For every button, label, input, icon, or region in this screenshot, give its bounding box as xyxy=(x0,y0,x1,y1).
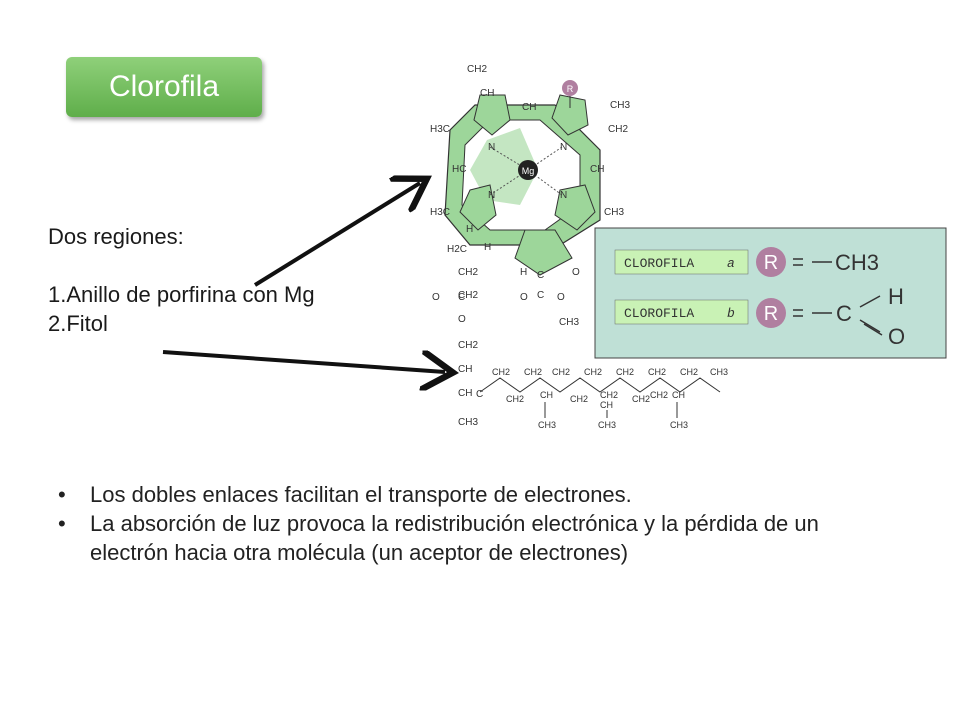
bullet-dot: • xyxy=(58,482,66,507)
atom-label: CH xyxy=(458,364,472,375)
bullet-text: Los dobles enlaces facilitan el transpor… xyxy=(90,482,632,507)
inset-group-ch3: CH3 xyxy=(835,250,879,275)
r-group-label: R xyxy=(567,84,574,94)
arrow-porphyrin xyxy=(253,183,420,287)
inset-group-c: C xyxy=(836,301,852,326)
inset-r-circle-b xyxy=(756,298,786,328)
arrow-phytol xyxy=(162,350,445,372)
atom-label: N xyxy=(560,142,567,153)
regions-text: Dos regiones: 1.Anillo de porfirina con … xyxy=(48,222,315,338)
atom-labels: CH2 CH CH CH3 CH2 H3C N N HC CH N N H3C … xyxy=(430,64,630,428)
mg-atom xyxy=(518,160,538,180)
inset-r-b: R xyxy=(764,303,778,325)
atom-label: O xyxy=(432,292,440,303)
atom-label: CH3 xyxy=(559,317,579,328)
atom-label: CH2 xyxy=(570,394,588,404)
atom-label: CH2 xyxy=(648,367,666,377)
atom-label: CH2 xyxy=(616,367,634,377)
atom-label: H3C xyxy=(430,207,450,218)
inset-r-circle-a xyxy=(756,247,786,277)
inset-label-a: CLOROFILA xyxy=(624,256,694,271)
atom-label: CH2 xyxy=(584,367,602,377)
page-title: Clorofila xyxy=(108,70,220,103)
atom-label: CH2 xyxy=(458,340,478,351)
atom-label: CH2 xyxy=(467,64,487,75)
atom-label: H3C xyxy=(430,124,450,135)
mg-label: Mg xyxy=(522,166,535,176)
atom-label: H xyxy=(520,267,527,278)
inset-panel: CLOROFILA a CLOROFILA b R R CH3 C H O xyxy=(594,227,947,359)
atom-label: CH2 xyxy=(458,290,478,301)
atom-label: O xyxy=(572,267,580,278)
atom-label: CH xyxy=(590,164,604,175)
atom-label: HC xyxy=(452,164,466,175)
atom-label: N xyxy=(488,142,495,153)
atom-label: C xyxy=(537,290,544,301)
porphyrin-ring: Mg xyxy=(444,94,601,276)
atom-label: H xyxy=(466,224,473,235)
atom-label: O xyxy=(458,314,466,325)
atom-label: CH xyxy=(480,88,494,99)
atom-label: CH2 xyxy=(524,367,542,377)
inset-group-o: O xyxy=(888,324,905,349)
inset-variant-a: a xyxy=(727,256,735,271)
atom-label: CH3 xyxy=(610,100,630,111)
atom-label: CH2 xyxy=(608,124,628,135)
inset-label-b: CLOROFILA xyxy=(624,306,694,321)
atom-label: C xyxy=(476,389,483,400)
atom-label: CH xyxy=(522,102,536,113)
inset-group-h: H xyxy=(888,284,904,309)
atom-label: CH2 xyxy=(600,390,618,400)
inset-r-a: R xyxy=(764,252,778,274)
atom-label: CH2 xyxy=(552,367,570,377)
atom-label: N xyxy=(560,190,567,201)
atom-label: CH3 xyxy=(604,207,624,218)
inset-variant-b: b xyxy=(727,306,735,321)
atom-label: C xyxy=(458,292,465,303)
atom-label: CH2 xyxy=(632,394,650,404)
atom-label: CH3 xyxy=(598,420,616,430)
atom-label: N xyxy=(488,190,495,201)
atom-label: CH3 xyxy=(538,420,556,430)
atom-label: C xyxy=(537,270,544,281)
atom-label: CH xyxy=(458,388,472,399)
phytol-chain: CH2 CH2 CH2 CH2 CH2 CH2 CH2 CH3 CH2 CH C… xyxy=(479,367,728,430)
region-phytol: 2.Fitol xyxy=(48,311,108,336)
title-box: Clorofila xyxy=(66,57,262,117)
atom-label: CH2 xyxy=(650,390,668,400)
atom-label: CH xyxy=(600,400,613,410)
atom-label: CH2 xyxy=(506,394,524,404)
atom-label: CH3 xyxy=(458,417,478,428)
atom-label: CH3 xyxy=(670,420,688,430)
atom-label: CH2 xyxy=(458,267,478,278)
bullet-text: La absorción de luz provoca la redistrib… xyxy=(90,511,819,565)
atom-label: CH2 xyxy=(680,367,698,377)
atom-label: O xyxy=(557,292,565,303)
atom-label: CH xyxy=(540,390,553,400)
bullet-item: • La absorción de luz provoca la redistri… xyxy=(58,509,858,567)
atom-label: H2C xyxy=(447,244,467,255)
bullet-list: • Los dobles enlaces facilitan el transpo… xyxy=(58,480,858,567)
region-porphyrin: 1.Anillo de porfirina con Mg xyxy=(48,282,315,307)
atom-label: CH xyxy=(672,390,685,400)
atom-label: O xyxy=(520,292,528,303)
bullet-item: • Los dobles enlaces facilitan el transpo… xyxy=(58,480,858,509)
atom-label: H xyxy=(484,242,491,253)
atom-label: CH3 xyxy=(710,367,728,377)
r-group-circle xyxy=(562,80,578,96)
atom-label: CH2 xyxy=(492,367,510,377)
bullet-dot: • xyxy=(58,511,66,536)
regions-heading: Dos regiones: xyxy=(48,224,184,249)
